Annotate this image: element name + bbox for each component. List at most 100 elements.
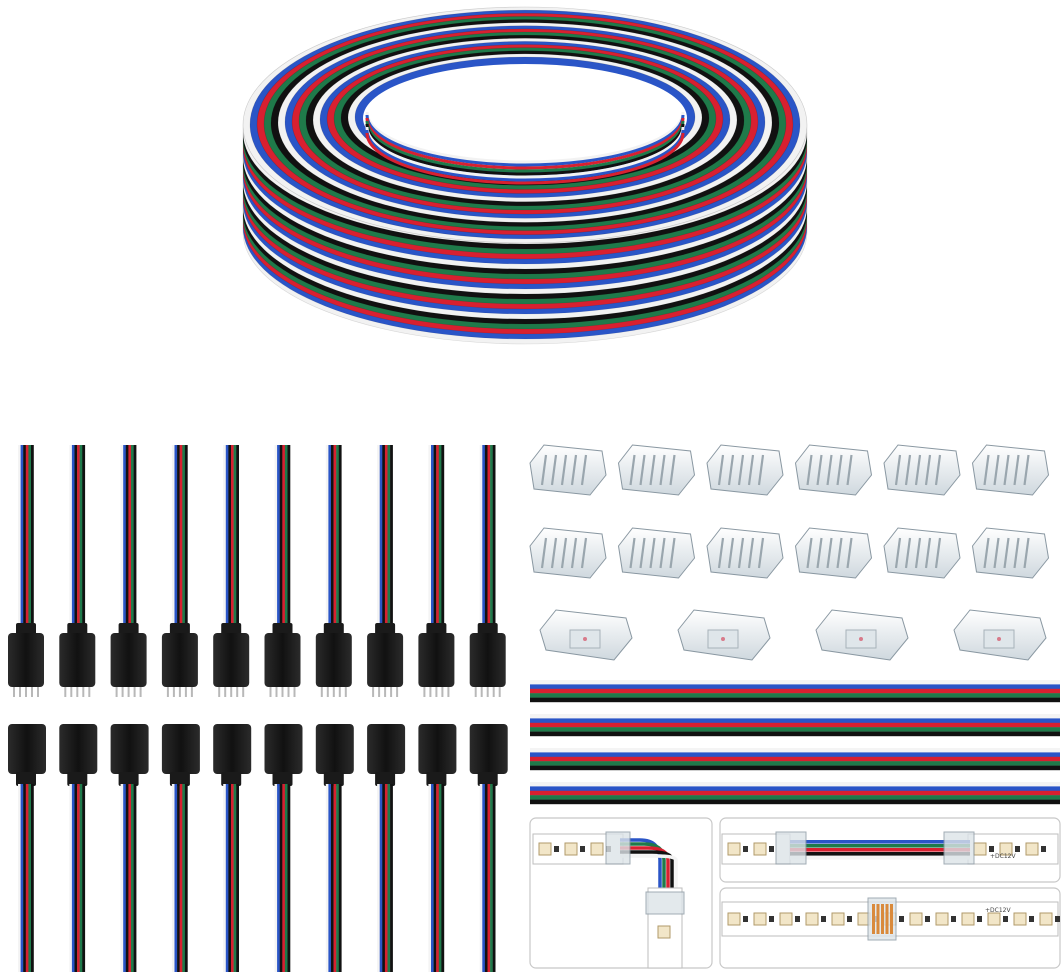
pigtail-wire	[487, 445, 491, 630]
resistor	[847, 916, 852, 922]
led-chip	[973, 842, 987, 856]
resistor	[989, 846, 994, 852]
l-connector-wires	[620, 838, 678, 900]
connector-pin	[236, 687, 239, 697]
clip-contact	[1003, 537, 1010, 569]
extension-wire	[530, 799, 1060, 805]
connector-housing	[213, 724, 252, 774]
connector-pin	[230, 687, 233, 697]
connector-pin	[480, 687, 483, 697]
connector-pin	[492, 687, 495, 697]
clip-body	[617, 527, 696, 579]
pigtail-wire	[333, 784, 337, 972]
clip-contact	[747, 454, 755, 486]
connector-pin	[31, 687, 33, 697]
clip-contact	[924, 537, 932, 569]
connector-wire	[790, 840, 970, 844]
connector-pin	[474, 687, 477, 697]
pigtail-wire	[279, 445, 283, 630]
pigtail-wire	[79, 784, 83, 972]
female-connector	[8, 724, 46, 972]
pigtail-wire	[225, 784, 229, 972]
resistor	[795, 916, 800, 922]
clip-contact	[826, 537, 833, 569]
pigtail-wire	[482, 445, 486, 630]
clip-contact	[629, 537, 636, 569]
pigtail-wire	[71, 445, 75, 630]
clip-contact	[669, 454, 676, 486]
connector-strain-relief	[323, 623, 344, 635]
pigtail-wire	[274, 784, 278, 972]
spool-inner-band	[365, 126, 685, 179]
pigtail-wire	[479, 445, 483, 630]
connector-pin	[121, 687, 124, 697]
clip-connector	[617, 444, 696, 496]
connector-housing	[264, 633, 301, 687]
clip-contact	[1023, 537, 1030, 569]
male-connector-group	[8, 445, 506, 697]
pigtail-wire	[128, 784, 132, 972]
connector-pin	[242, 687, 245, 697]
extension-wire	[530, 688, 1060, 694]
spool-inner-band	[365, 114, 685, 167]
pigtail-wire	[133, 784, 137, 972]
connector-wire	[790, 844, 970, 848]
clip-contact	[747, 537, 755, 569]
clip-cover-dot	[997, 637, 1001, 641]
female-connector-group	[8, 724, 508, 972]
pigtail-wire	[69, 445, 73, 630]
connector-housing	[315, 724, 354, 774]
clip-connector	[794, 527, 873, 579]
led-chip	[564, 842, 578, 856]
connector-pin	[70, 687, 73, 697]
clip-connector	[529, 527, 607, 579]
clip-contact	[993, 454, 1000, 486]
connector-housing	[213, 633, 250, 687]
connector-pin	[184, 687, 187, 697]
extension-wire	[530, 722, 1060, 728]
pigtail-wire	[23, 445, 26, 630]
clip-contact	[894, 454, 902, 486]
clip-contact	[806, 454, 813, 486]
clip-contact	[836, 537, 843, 569]
clip-cover	[815, 609, 909, 661]
resistor	[769, 846, 774, 852]
resistor	[899, 916, 904, 922]
pigtail-wire	[484, 445, 488, 630]
pigtail-wire	[328, 784, 332, 972]
pigtail-wire	[233, 784, 237, 972]
extension-wire	[530, 752, 1060, 757]
clip-contact	[914, 537, 922, 569]
clip-contact	[816, 537, 823, 569]
solder-pad	[881, 904, 884, 934]
extension-wire	[530, 748, 1060, 753]
pigtail-wire	[284, 784, 288, 972]
connector-wire	[790, 848, 970, 852]
pigtail-wire	[120, 445, 124, 630]
extension-wire	[530, 795, 1060, 800]
clip-contact	[570, 537, 578, 569]
pigtail-wire	[171, 445, 175, 630]
led-chip	[831, 912, 845, 926]
clip-contact	[717, 454, 725, 486]
pigtail-wire	[382, 784, 386, 972]
connector-pin	[390, 687, 393, 697]
led-chip	[727, 842, 741, 856]
clip-connector	[794, 444, 873, 496]
pigtail-wire	[431, 784, 434, 972]
pigtail-wire	[74, 445, 78, 630]
pigtail-wire	[74, 784, 78, 972]
pigtail-wire	[23, 784, 26, 972]
clip-cover	[953, 609, 1047, 661]
clip-cover-dot	[583, 637, 587, 641]
straight-connector-wires	[790, 840, 970, 860]
pigtail-wire	[325, 445, 329, 630]
clip-contact	[934, 454, 942, 486]
clip-body	[706, 444, 784, 496]
clip-contact	[904, 537, 912, 569]
extension-wire	[530, 786, 1060, 791]
pigtail-wire	[431, 445, 434, 630]
led-chip	[590, 842, 604, 856]
clip-contact	[639, 537, 646, 569]
